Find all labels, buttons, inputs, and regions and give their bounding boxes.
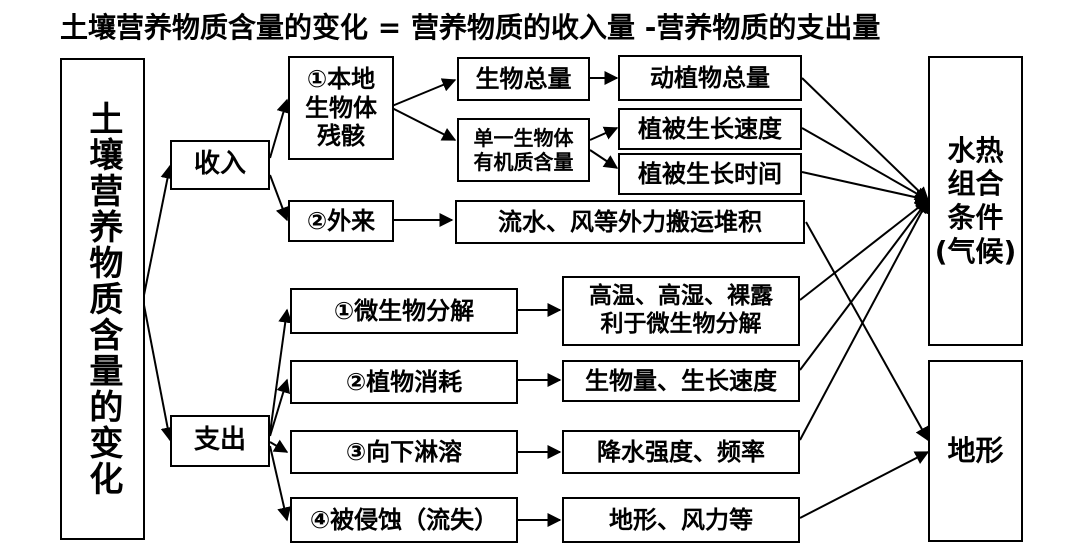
diagram-title: 土壤营养物质含量的变化 = 营养物质的收入量 -营养物质的支出量 — [60, 11, 881, 44]
single-organism-label: 单一生物体 有机质含量 — [473, 126, 574, 174]
single-organism-box: 单一生物体 有机质含量 — [457, 118, 590, 182]
terrain-box: 地形 — [928, 360, 1023, 542]
terrain-label: 地形 — [947, 434, 1004, 468]
erosion-condition-label: 地形、风力等 — [609, 505, 753, 534]
income-label: 收入 — [193, 149, 246, 180]
veg-speed-label: 植被生长速度 — [638, 114, 782, 143]
arrow-transport-terrain — [805, 221, 929, 442]
arrow-erosion-terrain — [799, 451, 930, 519]
plant-use-condition-label: 生物量、生长速度 — [585, 366, 777, 395]
arrow-local-single — [391, 107, 457, 141]
root-box: 土壤营养物质含量的变化 — [60, 58, 145, 540]
local-remains-box: ①本地 生物体 残骸 — [288, 56, 394, 160]
arrow-total-climate — [801, 77, 930, 201]
decompose-box: ①微生物分解 — [290, 288, 518, 334]
climate-label: 水热 组合 条件 (气候) — [934, 133, 1017, 268]
leach-label: ③向下淋溶 — [345, 437, 463, 466]
arrow-decompose-climate — [799, 199, 930, 301]
animal-plant-total-label: 动植物总量 — [650, 63, 770, 92]
plant-use-label: ②植物消耗 — [345, 367, 463, 396]
external-box: ②外来 — [288, 200, 394, 242]
veg-time-label: 植被生长时间 — [638, 159, 782, 188]
erosion-box: ④被侵蚀（流失） — [290, 497, 518, 543]
external-label: ②外来 — [306, 206, 376, 235]
veg-time-box: 植被生长时间 — [618, 153, 802, 195]
biomass-label: 生物总量 — [475, 64, 572, 93]
arrow-single-time — [589, 149, 619, 169]
animal-plant-total-box: 动植物总量 — [618, 55, 802, 101]
biomass-box: 生物总量 — [457, 57, 590, 101]
arrow-leach-climate — [799, 198, 929, 441]
arrow-income-external — [269, 174, 290, 222]
veg-speed-box: 植被生长速度 — [618, 108, 802, 150]
arrow-income-local — [269, 98, 291, 159]
transport-label: 流水、风等外力搬运堆积 — [498, 207, 762, 236]
arrow-single-speed — [589, 126, 619, 141]
arrow-expense-leach — [269, 439, 289, 453]
arrow-expense-erosion — [269, 445, 292, 522]
transport-box: 流水、风等外力搬运堆积 — [455, 200, 805, 244]
leach-box: ③向下淋溶 — [290, 430, 518, 474]
erosion-label: ④被侵蚀（流失） — [309, 505, 499, 534]
expense-label: 支出 — [193, 425, 246, 456]
climate-box: 水热 组合 条件 (气候) — [928, 56, 1023, 346]
expense-box: 支出 — [170, 415, 270, 467]
plant-use-box: ②植物消耗 — [290, 360, 518, 404]
arrow-speed-climate — [801, 127, 930, 201]
arrow-expense-decompose — [269, 308, 293, 434]
root-label: 土壤营养物质含量的变化 — [82, 101, 123, 497]
leach-condition-box: 降水强度、频率 — [562, 430, 800, 474]
local-remains-label: ①本地 生物体 残骸 — [305, 64, 377, 151]
arrow-plantuse-climate — [799, 198, 929, 371]
arrow-expense-plantuse — [269, 378, 291, 437]
income-box: 收入 — [170, 140, 270, 190]
arrow-root-income — [142, 164, 175, 301]
decompose-condition-label: 高温、高湿、裸露 利于微生物分解 — [589, 283, 773, 337]
decompose-condition-box: 高温、高湿、裸露 利于微生物分解 — [562, 276, 800, 346]
plant-use-condition-box: 生物量、生长速度 — [562, 360, 800, 402]
leach-condition-label: 降水强度、频率 — [597, 437, 765, 466]
erosion-condition-box: 地形、风力等 — [562, 497, 800, 543]
arrow-time-climate — [801, 171, 930, 205]
arrow-local-biomass — [391, 78, 457, 107]
decompose-label: ①微生物分解 — [333, 296, 475, 325]
arrow-root-expense — [142, 299, 175, 442]
